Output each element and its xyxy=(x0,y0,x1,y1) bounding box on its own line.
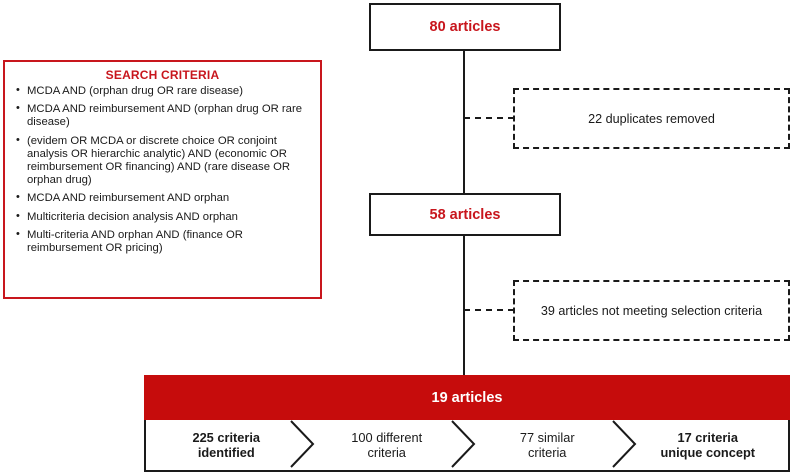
bullet-icon: • xyxy=(16,84,20,96)
bullet-icon: • xyxy=(16,191,20,204)
funnel-step-line2: unique concept xyxy=(660,445,756,460)
search-criteria-panel: SEARCH CRITERIA • MCDA AND (orphan drug … xyxy=(3,60,322,299)
node-label: 58 articles xyxy=(429,206,501,223)
node-articles-identified: 80 articles xyxy=(369,3,561,51)
connector-line-dashed-duplicates xyxy=(464,117,514,119)
list-item: • Multicriteria decision analysis AND or… xyxy=(16,210,312,224)
list-item-label: (evidem OR MCDA or discrete choice OR co… xyxy=(27,134,291,187)
node-label: 39 articles not meeting selection criter… xyxy=(540,303,763,318)
connector-line-vertical-bottom xyxy=(463,235,465,376)
bullet-icon: • xyxy=(16,133,20,146)
list-item: • MCDA AND (orphan drug OR rare disease) xyxy=(16,84,312,98)
funnel-step-1: 225 criteria identified xyxy=(146,420,307,470)
list-item: • MCDA AND reimbursement AND orphan xyxy=(16,191,312,205)
list-item: • MCDA AND reimbursement AND (orphan dru… xyxy=(16,102,312,129)
node-label: 22 duplicates removed xyxy=(588,111,715,126)
funnel-step-line1: 77 similar xyxy=(519,429,575,445)
funnel-step-line1: 17 criteria xyxy=(677,429,738,445)
list-item-label: MCDA AND (orphan drug OR rare disease) xyxy=(27,85,243,97)
node-label: 80 articles xyxy=(429,19,501,35)
list-item-label: MCDA AND reimbursement AND orphan xyxy=(27,192,230,205)
list-item-label: MCDA AND reimbursement AND (orphan drug … xyxy=(27,103,302,129)
list-item-label: Multicriteria decision analysis AND orph… xyxy=(27,210,238,223)
funnel-step-2: 100 different criteria xyxy=(307,420,468,470)
node-articles-after-duplicates: 58 articles xyxy=(369,193,561,236)
node-label: 19 articles xyxy=(431,389,503,406)
list-item: • (evidem OR MCDA or discrete choice OR … xyxy=(16,134,312,188)
search-criteria-list: • MCDA AND (orphan drug OR rare disease)… xyxy=(5,84,320,255)
bullet-icon: • xyxy=(16,209,20,222)
list-item-label: Multi-criteria AND orphan AND (finance O… xyxy=(27,228,243,255)
search-criteria-title: SEARCH CRITERIA xyxy=(105,68,220,82)
bullet-icon: • xyxy=(16,102,20,115)
connector-line-vertical-top xyxy=(463,50,465,194)
bullet-icon: • xyxy=(16,227,20,240)
node-articles-not-meeting-selection: 39 articles not meeting selection criter… xyxy=(513,280,790,341)
list-item: • Multi-criteria AND orphan AND (finance… xyxy=(16,228,312,255)
connector-line-dashed-selection xyxy=(464,309,514,311)
funnel-step-line2: criteria xyxy=(367,445,406,460)
funnel-step-4: 17 criteria unique concept xyxy=(628,420,789,470)
results-banner: 19 articles 225 criteria identified 100 … xyxy=(144,375,790,472)
funnel-step-line2: criteria xyxy=(528,445,567,460)
criteria-funnel-strip: 225 criteria identified 100 different cr… xyxy=(144,420,790,472)
funnel-step-line1: 225 criteria xyxy=(192,429,261,445)
node-articles-included: 19 articles xyxy=(144,375,790,420)
funnel-step-line2: identified xyxy=(197,445,255,460)
funnel-step-line1: 100 different xyxy=(351,429,423,445)
node-duplicates-removed: 22 duplicates removed xyxy=(513,88,790,149)
funnel-step-3: 77 similar criteria xyxy=(467,420,628,470)
